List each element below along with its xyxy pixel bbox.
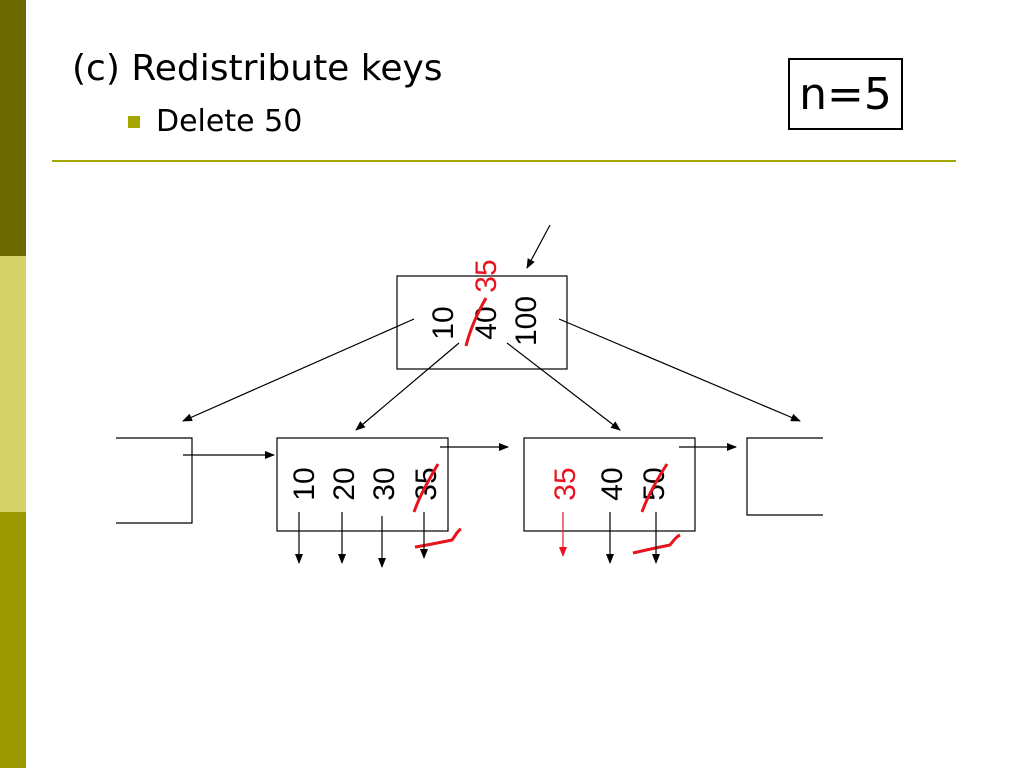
root-key-1: 10 — [427, 306, 460, 339]
bullet-text: Delete 50 — [156, 104, 303, 139]
root-child-arrow-1 — [182, 318, 415, 422]
leaf-b-pointer-strike — [632, 533, 681, 555]
root-key-2: 40 — [470, 306, 503, 339]
leaf-b-strike-mark — [640, 463, 669, 513]
side-band-bottom — [0, 512, 26, 768]
leaf-left-partial — [116, 437, 193, 524]
slide-title: (c) Redistribute keys — [72, 48, 443, 89]
leaf-a-strike-mark — [412, 463, 440, 513]
leaf-node-a — [276, 437, 449, 532]
bullet-item: Delete 50 — [128, 104, 302, 139]
leaf-a-key-2: 20 — [328, 467, 361, 500]
root-replacement-key: 35 — [470, 259, 503, 292]
leaf-a-pointer-strike — [414, 527, 462, 549]
bullet-marker-icon — [128, 115, 140, 128]
title-divider — [52, 160, 956, 162]
root-child-arrow-3 — [506, 342, 621, 431]
root-child-arrow-2 — [355, 342, 460, 431]
side-band-top — [0, 0, 26, 256]
leaf-a-key-3: 30 — [368, 467, 401, 500]
order-parameter-box: n=5 — [788, 58, 903, 130]
root-child-arrow-4 — [558, 318, 801, 422]
parent-pointer-arrow — [526, 224, 551, 269]
leaf-b-key-1: 35 — [549, 467, 582, 500]
side-band-middle — [0, 256, 26, 512]
root-key-3: 100 — [510, 296, 543, 346]
leaf-right-partial — [746, 437, 823, 516]
root-strike-mark — [464, 297, 488, 347]
leaf-a-key-1: 10 — [288, 467, 321, 500]
leaf-b-key-2: 40 — [596, 467, 629, 500]
